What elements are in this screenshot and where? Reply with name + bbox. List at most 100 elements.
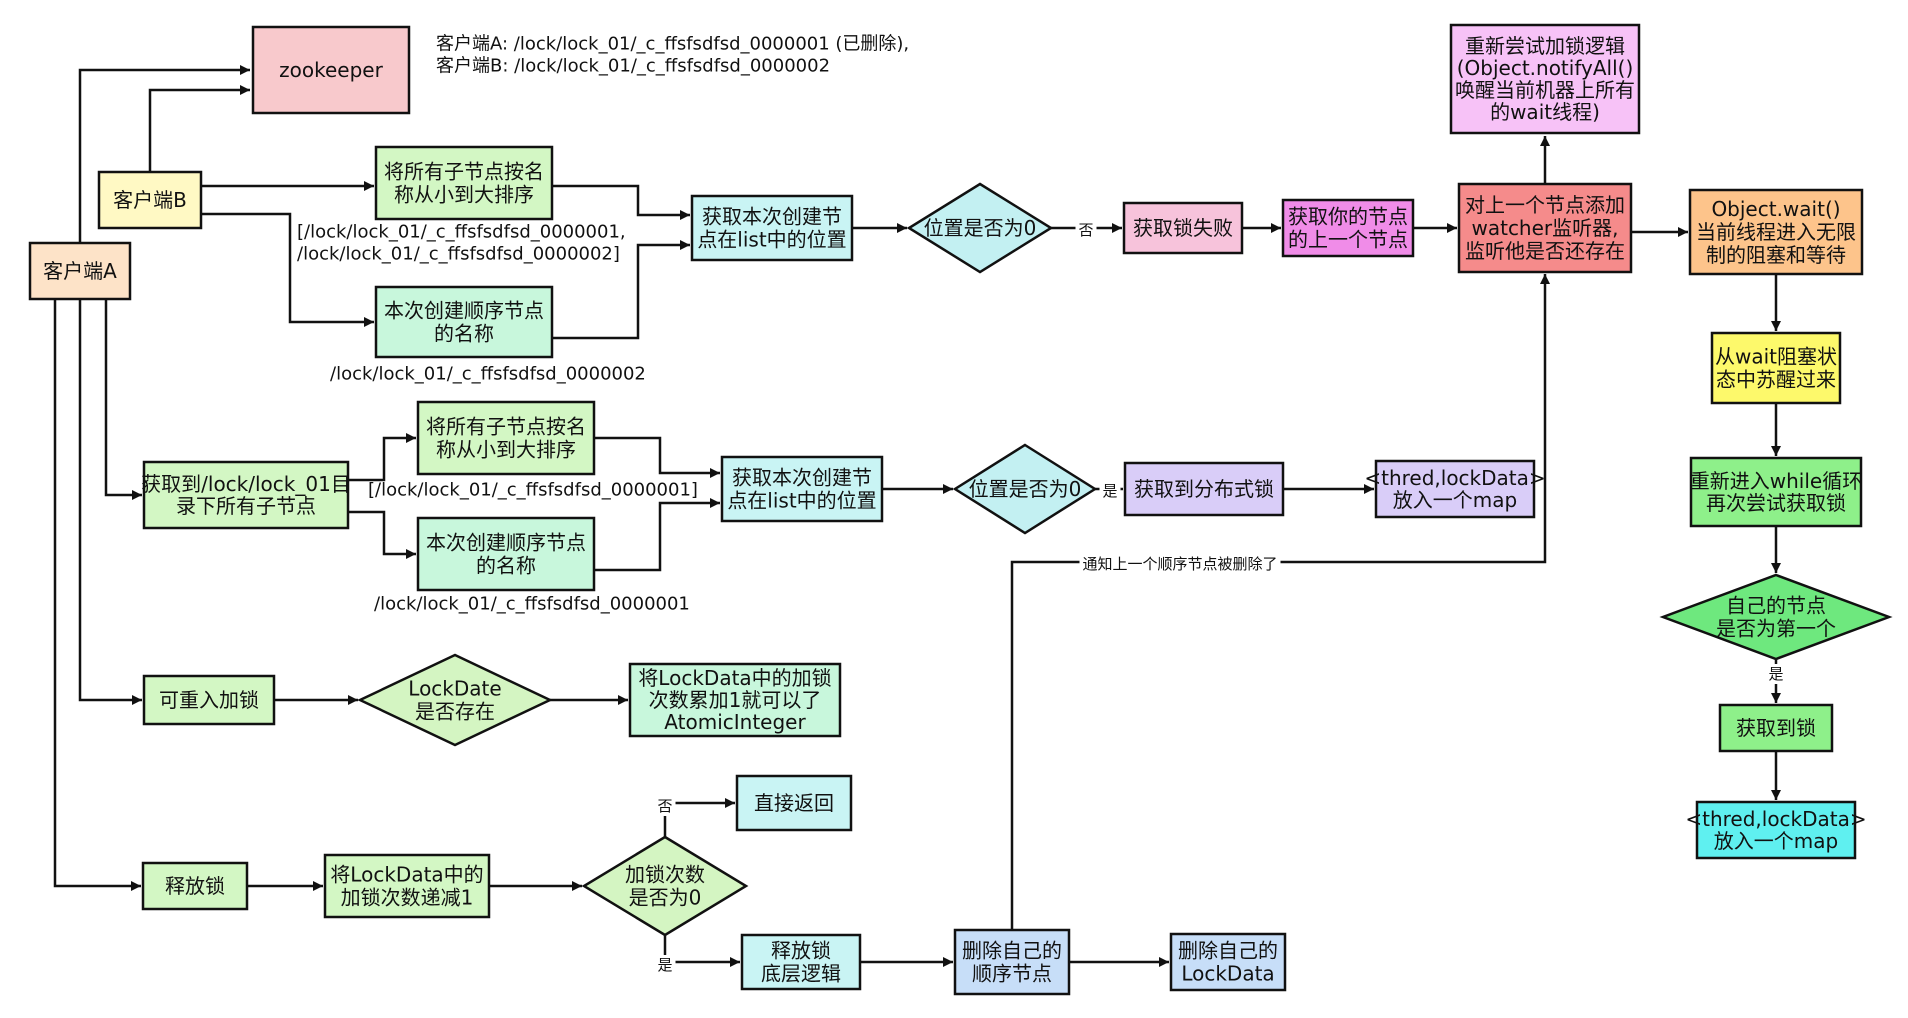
edge-label-background: [654, 796, 676, 816]
node-label: 当前线程进入无限: [1696, 220, 1856, 244]
decision-diamond: [952, 443, 1098, 535]
node-label: 监听他是否还存在: [1465, 239, 1625, 263]
node-label: LockData: [1181, 962, 1274, 986]
node-label: 称从小到大排序: [436, 438, 576, 462]
node-box: [142, 460, 350, 530]
node-label: 获取本次创建节: [702, 205, 842, 229]
edge-label-background: [1075, 220, 1097, 240]
node-label: 的wait线程): [1490, 100, 1600, 124]
node-label: LockDate: [408, 677, 501, 701]
edge-label: 通知上一个顺序节点被删除了: [1082, 555, 1277, 573]
edge-label: 是: [1768, 665, 1783, 683]
node-box: [142, 674, 276, 726]
node-label: 是否为第一个: [1716, 617, 1836, 641]
node-is0-a: 位置是否为0: [952, 443, 1098, 535]
node-dist-lock: 获取到分布式锁: [1123, 461, 1285, 517]
node-label: 是否存在: [415, 700, 495, 724]
edge-label: 否: [657, 797, 672, 815]
node-label: 的名称: [434, 322, 494, 346]
node-label: 从wait阻塞状: [1715, 345, 1837, 369]
connector-arrow: [348, 510, 416, 559]
node-label: 客户端B: [113, 188, 187, 212]
node-label: 删除自己的: [962, 939, 1062, 963]
node-label: 放入一个map: [1393, 488, 1517, 512]
node-box: [251, 25, 411, 115]
node-got-lock: 获取到锁: [1718, 703, 1834, 753]
annotation-text: 客户端B: /lock/lock_01/_c_ffsfsdfsd_0000002: [436, 56, 830, 77]
node-label: 录下所有子节点: [176, 494, 316, 518]
decision-diamond: [906, 182, 1054, 274]
connector-arrow: [552, 184, 690, 220]
nodes-layer: zookeeper客户端A客户端B将所有子节点按名称从小到大排序本次创建顺序节点…: [28, 23, 1893, 996]
decision-diamond: [357, 653, 553, 747]
node-label: 将所有子节点按名: [384, 160, 544, 184]
node-label: 的名称: [476, 554, 536, 578]
node-label: 的上一个节点: [1288, 228, 1408, 252]
node-label: 加锁次数递减1: [341, 886, 474, 910]
node-label: 可重入加锁: [159, 688, 259, 712]
node-box: [374, 285, 554, 359]
node-label: 直接返回: [754, 791, 834, 815]
node-box: [740, 933, 862, 991]
node-label: zookeeper: [279, 58, 383, 82]
node-label: <thred,lockData>: [1685, 807, 1866, 831]
connector-arrow: [1010, 274, 1550, 930]
node-box: [1449, 23, 1641, 135]
node-box: [720, 455, 884, 523]
connector-arrow: [78, 65, 250, 243]
node-label: 底层逻辑: [761, 962, 841, 986]
node-label: AtomicInteger: [664, 710, 806, 734]
node-client-b: 客户端B: [97, 170, 203, 230]
node-is0-b: 位置是否为0: [906, 182, 1054, 274]
node-box: [1122, 201, 1244, 255]
edge-label-background: [1099, 481, 1121, 501]
node-label: 次数累加1就可以了: [649, 688, 822, 712]
node-label: 获取到/lock/lock_01目: [141, 472, 351, 496]
node-reentrant: 可重入加锁: [142, 674, 276, 726]
node-label: 态中苏醒过来: [1716, 368, 1836, 392]
node-label: 对上一个节点添加: [1465, 193, 1625, 217]
connector-arrow: [148, 85, 250, 172]
node-label: 本次创建顺序节点: [426, 531, 586, 555]
edge-label-background: [654, 955, 676, 975]
edges-layer: [53, 65, 1781, 967]
node-label: 唤醒当前机器上所有: [1455, 78, 1635, 102]
node-box: [416, 516, 596, 592]
connector-arrow: [594, 436, 720, 478]
node-zookeeper: zookeeper: [251, 25, 411, 115]
annotation-text: /lock/lock_01/_c_ffsfsdfsd_0000002]: [297, 244, 620, 265]
edge-label: 否: [1078, 221, 1093, 239]
node-label: 称从小到大排序: [394, 183, 534, 207]
node-label: 点在list中的位置: [727, 489, 876, 513]
connector-arrow: [348, 433, 416, 482]
node-label: 点在list中的位置: [697, 228, 846, 252]
node-label: 将所有子节点按名: [426, 415, 586, 439]
connector-arrow: [78, 299, 142, 705]
node-box: [374, 145, 554, 221]
node-label: 释放锁: [771, 939, 831, 963]
edge-label: 是: [657, 956, 672, 974]
node-return: 直接返回: [735, 774, 853, 832]
node-label: 删除自己的: [1178, 939, 1278, 963]
connector-arrow: [552, 240, 690, 340]
node-box: [1688, 188, 1864, 276]
node-box: [323, 853, 491, 919]
node-box: [735, 774, 853, 832]
connector-arrow: [594, 498, 720, 572]
node-label: 加锁次数: [625, 863, 705, 887]
node-label: 放入一个map: [1714, 829, 1838, 853]
annotation-text: /lock/lock_01/_c_ffsfsdfsd_0000002: [330, 364, 646, 385]
node-box: [953, 928, 1071, 996]
